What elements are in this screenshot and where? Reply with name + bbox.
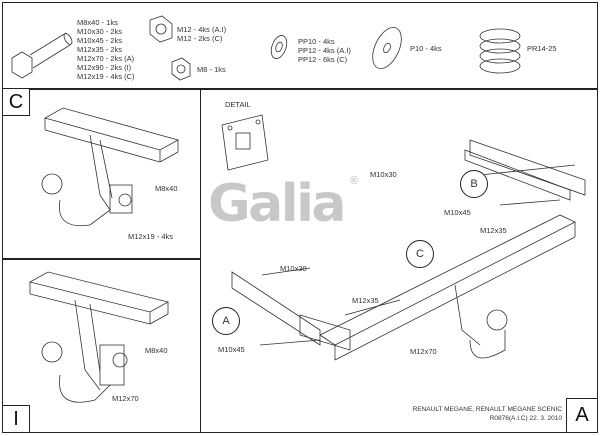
callout-b: B <box>460 170 488 198</box>
panel-i-m8x40-label: M8x40 <box>145 346 168 355</box>
title-block: RENAULT MEGANE, RENAULT MEGANE SCENIC R0… <box>380 405 562 423</box>
washer-label: PP12 - 6ks (C) <box>298 55 348 64</box>
panel-c-letter: C <box>2 88 30 116</box>
panel-c-m12x19-label: M12x19 - 4ks <box>128 232 174 241</box>
detail-plate-drawing <box>221 114 269 171</box>
spring-label: PR14-25 <box>527 44 557 53</box>
title-vehicle: RENAULT MEGANE, RENAULT MEGANE SCENIC <box>412 406 562 413</box>
m12x35-right-label: M12x35 <box>480 226 507 235</box>
spring-icon <box>479 28 521 74</box>
washer-label: PP12 - 4ks (A.I) <box>298 46 351 55</box>
washer-p-label: P10 - 4ks <box>410 44 442 53</box>
bolt-label: M10x45 - 2ks <box>77 36 123 45</box>
nut-m12-list: M12 - 4ks (A.I) M12 - 2ks (C) <box>177 25 226 43</box>
nut-m12-icon <box>149 15 173 43</box>
m10x30-left-label: M10x30 <box>280 264 307 273</box>
nut-label: M12 - 4ks (A.I) <box>177 25 227 34</box>
panel-i-letter: I <box>2 405 30 433</box>
panel-c-m8x40-label: M8x40 <box>155 184 178 193</box>
bolt-label: M8x40 - 1ks <box>77 18 118 27</box>
nut-m8-label: M8 - 1ks <box>197 65 226 74</box>
washer-pp-icon <box>270 35 288 59</box>
galia-logo: Galia <box>208 174 347 234</box>
m10x45-right-label: M10x45 <box>444 208 471 217</box>
bolt-label: M10x30 - 2ks <box>77 27 123 36</box>
bolt-icon <box>11 32 73 79</box>
m12x70-label: M12x70 <box>410 347 437 356</box>
panel-i-m12x70-label: M12x70 <box>112 394 139 403</box>
bolt-label: M12x35 - 2ks <box>77 45 123 54</box>
nut-m8-icon <box>171 57 191 81</box>
nut-label: M12 - 2ks (C) <box>177 34 223 43</box>
bolt-label: M12x70 - 2ks (A) <box>77 54 135 63</box>
m10x30-right-label: M10x30 <box>370 170 397 179</box>
bolt-label: M12x19 - 4ks (C) <box>77 72 135 81</box>
panel-c-towbar-drawing <box>41 107 180 227</box>
title-reference: R0876(A.I.C) 22. 3. 2010 <box>489 415 562 422</box>
bolt-list: M8x40 - 1ks M10x30 - 2ks M10x45 - 2ks M1… <box>77 18 135 81</box>
callout-c: C <box>406 240 434 268</box>
registered-mark: ® <box>350 175 359 187</box>
washer-p-icon <box>372 27 402 69</box>
callout-a: A <box>212 307 240 335</box>
m10x45-left-label: M10x45 <box>218 345 245 354</box>
bolt-label: M12x90 - 2ks (I) <box>77 63 132 72</box>
sheet-letter: A <box>566 398 598 433</box>
m12x35-left-label: M12x35 <box>352 296 379 305</box>
left-divider <box>2 258 201 260</box>
main-towbar-drawing <box>231 139 586 361</box>
detail-label: DETAIL <box>225 100 251 109</box>
washer-label: PP10 - 4ks <box>298 37 335 46</box>
panel-i-towbar-drawing <box>28 271 170 403</box>
washer-pp-list: PP10 - 4ks PP12 - 4ks (A.I) PP12 - 6ks (… <box>298 37 351 64</box>
